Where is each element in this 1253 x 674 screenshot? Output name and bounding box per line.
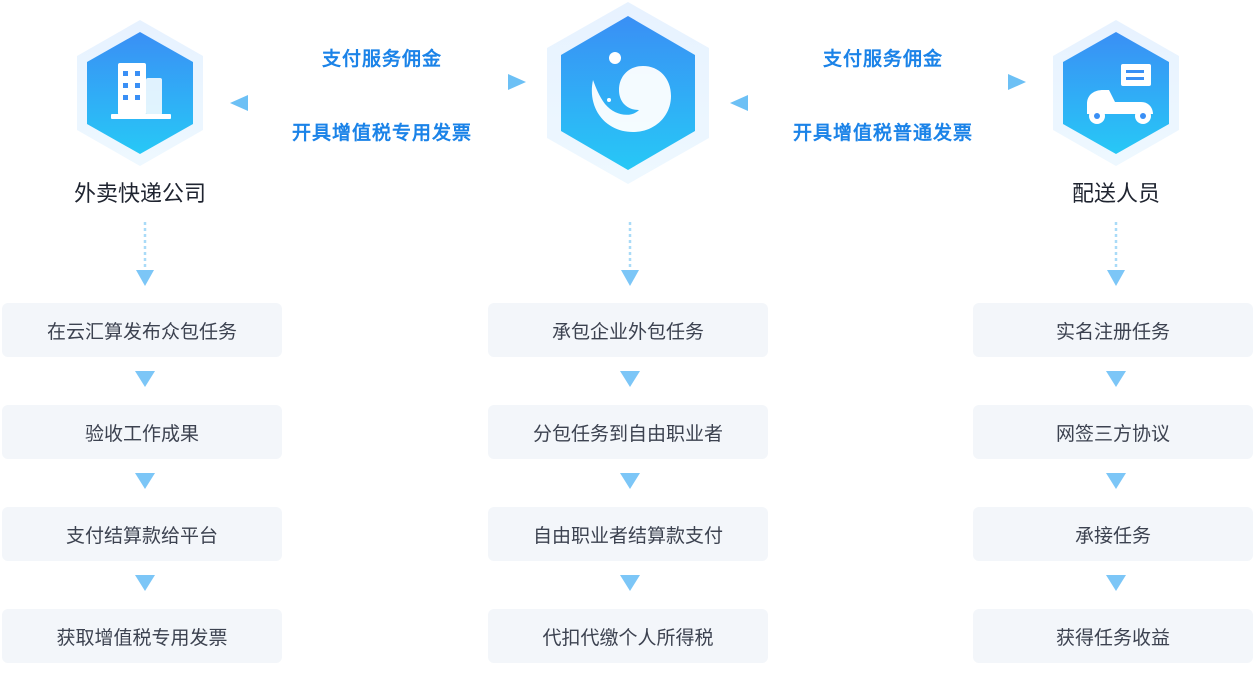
left-down-arrow xyxy=(136,222,154,286)
right-flow-bottom-label: 开具增值税普通发票 xyxy=(792,122,973,144)
left-step-arrow-2 xyxy=(135,473,155,489)
delivery-scooter-icon xyxy=(1087,64,1153,124)
left-left-arrow xyxy=(230,95,526,111)
courier-hexagon xyxy=(1049,18,1183,168)
right-right-arrow xyxy=(730,74,1026,90)
center-step-1: 承包企业外包任务 xyxy=(488,303,768,357)
right-step-arrow-3 xyxy=(1106,575,1126,591)
platform-logo-icon xyxy=(591,52,671,132)
center-down-arrow xyxy=(621,222,639,286)
left-step-arrow-3 xyxy=(135,575,155,591)
left-step-1: 在云汇算发布众包任务 xyxy=(2,303,282,357)
left-step-arrow-1 xyxy=(135,371,155,387)
right-step-arrow-2 xyxy=(1106,473,1126,489)
company-label: 外卖快递公司 xyxy=(73,182,206,207)
left-flow-top-label: 支付服务佣金 xyxy=(321,48,442,70)
center-step-2: 分包任务到自由职业者 xyxy=(488,405,768,459)
left-step-4: 获取增值税专用发票 xyxy=(2,609,282,663)
left-step-3: 支付结算款给平台 xyxy=(2,507,282,561)
courier-label: 配送人员 xyxy=(1071,182,1160,207)
right-step-1: 实名注册任务 xyxy=(973,303,1253,357)
right-step-3: 承接任务 xyxy=(973,507,1253,561)
right-step-2: 网签三方协议 xyxy=(973,405,1253,459)
right-step-4: 获得任务收益 xyxy=(973,609,1253,663)
center-step-3: 自由职业者结算款支付 xyxy=(488,507,768,561)
platform-hexagon xyxy=(543,0,713,186)
left-step-2: 验收工作成果 xyxy=(2,405,282,459)
center-step-arrow-3 xyxy=(620,575,640,591)
center-step-arrow-2 xyxy=(620,473,640,489)
right-flow-top-label: 支付服务佣金 xyxy=(822,48,943,70)
company-hexagon xyxy=(73,18,207,168)
center-step-4: 代扣代缴个人所得税 xyxy=(488,609,768,663)
right-step-arrow-1 xyxy=(1106,371,1126,387)
left-right-arrow xyxy=(230,74,526,90)
right-down-arrow xyxy=(1107,222,1125,286)
right-left-arrow xyxy=(730,95,1026,111)
building-icon xyxy=(111,63,171,119)
center-step-arrow-1 xyxy=(620,371,640,387)
left-flow-bottom-label: 开具增值税专用发票 xyxy=(291,122,472,144)
